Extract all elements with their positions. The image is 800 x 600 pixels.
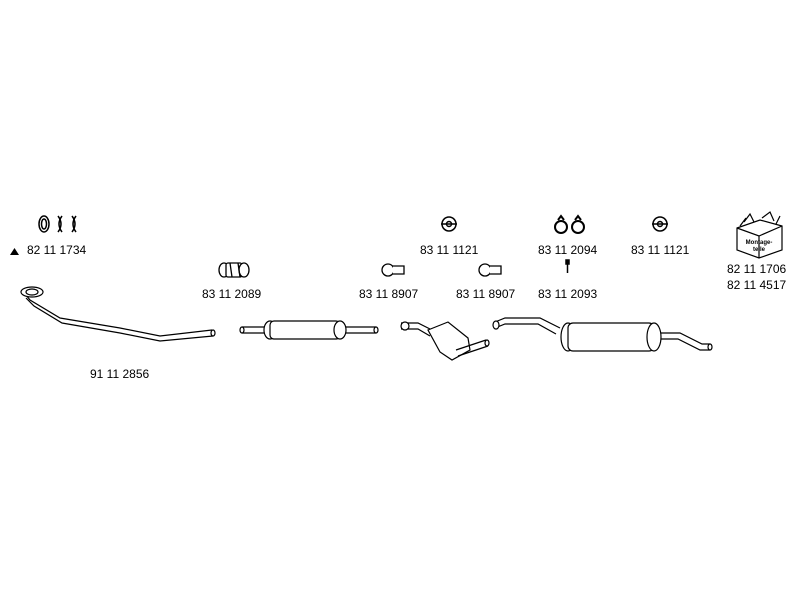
rubber-ring-pair-icon	[554, 214, 585, 234]
part-number-clamp-mid-left: 83 11 8907	[359, 287, 419, 301]
part-number-bolt: 83 11 2093	[538, 287, 598, 301]
mounting-kit-box-icon	[736, 211, 783, 259]
part-number-front-pipe: 91 11 2856	[90, 367, 150, 381]
front-pipe-drawing	[20, 286, 216, 342]
clamp-mid-left-icon	[381, 263, 405, 277]
part-number-gasket-set: 82 11 1734	[27, 243, 87, 257]
center-muffler-drawing	[239, 320, 379, 340]
mounting-box-label: Montage-teile	[746, 240, 773, 253]
rear-muffler-drawing	[492, 317, 713, 352]
bolt-icon	[565, 259, 570, 273]
clamp-mid-right-icon	[478, 263, 502, 277]
rubber-ring-1-icon	[441, 216, 457, 232]
part-number-clamp-front: 83 11 2089	[202, 287, 262, 301]
part-number-mounting-kit-a: 82 11 1706	[727, 262, 787, 276]
rubber-ring-2-icon	[652, 216, 668, 232]
part-number-rubber-ring-pair: 83 11 2094	[538, 243, 598, 257]
intermediate-box-drawing	[400, 321, 490, 361]
triangle-marker-icon	[10, 248, 19, 255]
part-number-mounting-kit-b: 82 11 4517	[727, 278, 787, 292]
clamp-front-icon	[218, 262, 250, 278]
part-number-clamp-mid-right: 83 11 8907	[456, 287, 516, 301]
gasket-icons	[38, 215, 77, 233]
part-number-rubber-ring-2: 83 11 1121	[631, 243, 690, 257]
part-number-rubber-ring-1: 83 11 1121	[420, 243, 479, 257]
